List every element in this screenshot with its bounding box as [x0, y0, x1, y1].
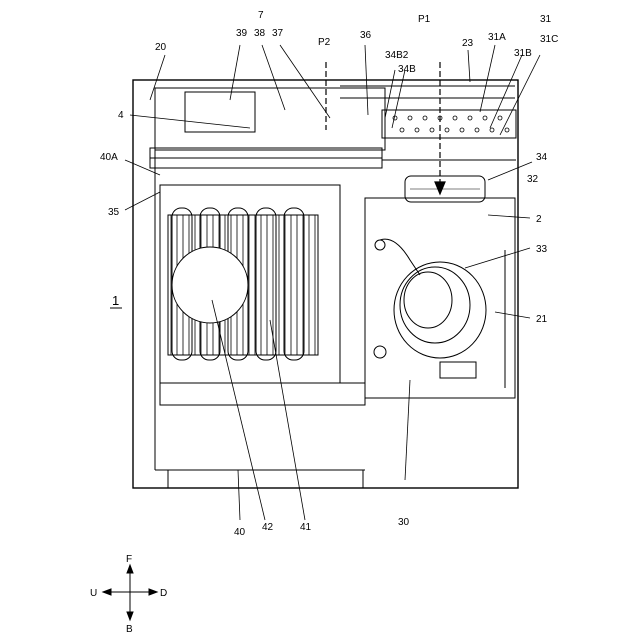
fan-42 [172, 247, 248, 323]
label-37: 37 [272, 28, 284, 39]
direction-compass: F B U D [90, 554, 167, 635]
heat-exchanger-assembly [160, 185, 365, 488]
label-39: 39 [236, 28, 248, 39]
label-P2: P2 [318, 37, 331, 48]
refrigerant-pipe [380, 239, 420, 275]
compass-down: D [160, 588, 167, 599]
label-31A: 31A [488, 32, 506, 43]
mount-bracket [440, 362, 476, 378]
side-panel-40 [168, 470, 363, 488]
label-42: 42 [262, 522, 274, 533]
label-34B2: 34B2 [385, 50, 409, 61]
label-21: 21 [536, 314, 548, 325]
compressor-dome [404, 272, 452, 328]
label-31: 31 [540, 14, 552, 25]
pipe-joint-bottom [374, 346, 386, 358]
label-34B: 34B [398, 64, 416, 75]
label-35: 35 [108, 207, 120, 218]
upper-plenum [155, 88, 385, 150]
pipe-joint-top [375, 240, 385, 250]
label-30: 30 [398, 517, 410, 528]
label-2: 2 [536, 214, 542, 225]
label-23: 23 [462, 38, 474, 49]
compressor-top [400, 267, 470, 343]
label-4: 4 [118, 110, 124, 121]
drain-pan [160, 383, 365, 405]
label-34: 34 [536, 152, 548, 163]
filter-band [382, 110, 516, 160]
compressor-compartment [365, 176, 515, 398]
compressor-body [394, 262, 486, 358]
label-36: 36 [360, 30, 372, 41]
label-20: 20 [155, 42, 167, 53]
label-7: 7 [258, 10, 264, 21]
label-32: 32 [527, 174, 539, 185]
label-40A: 40A [100, 152, 118, 163]
label-33: 33 [536, 244, 548, 255]
compass-back: B [126, 624, 133, 635]
compass-up: U [90, 588, 97, 599]
compass-forward: F [126, 554, 132, 565]
label-31C: 31C [540, 34, 558, 45]
label-P1: P1 [418, 14, 431, 25]
label-main-1: 1 [112, 293, 119, 308]
label-31B: 31B [514, 48, 532, 59]
label-38: 38 [254, 28, 266, 39]
label-40: 40 [234, 527, 246, 538]
label-41: 41 [300, 522, 312, 533]
fan-box [185, 92, 255, 132]
